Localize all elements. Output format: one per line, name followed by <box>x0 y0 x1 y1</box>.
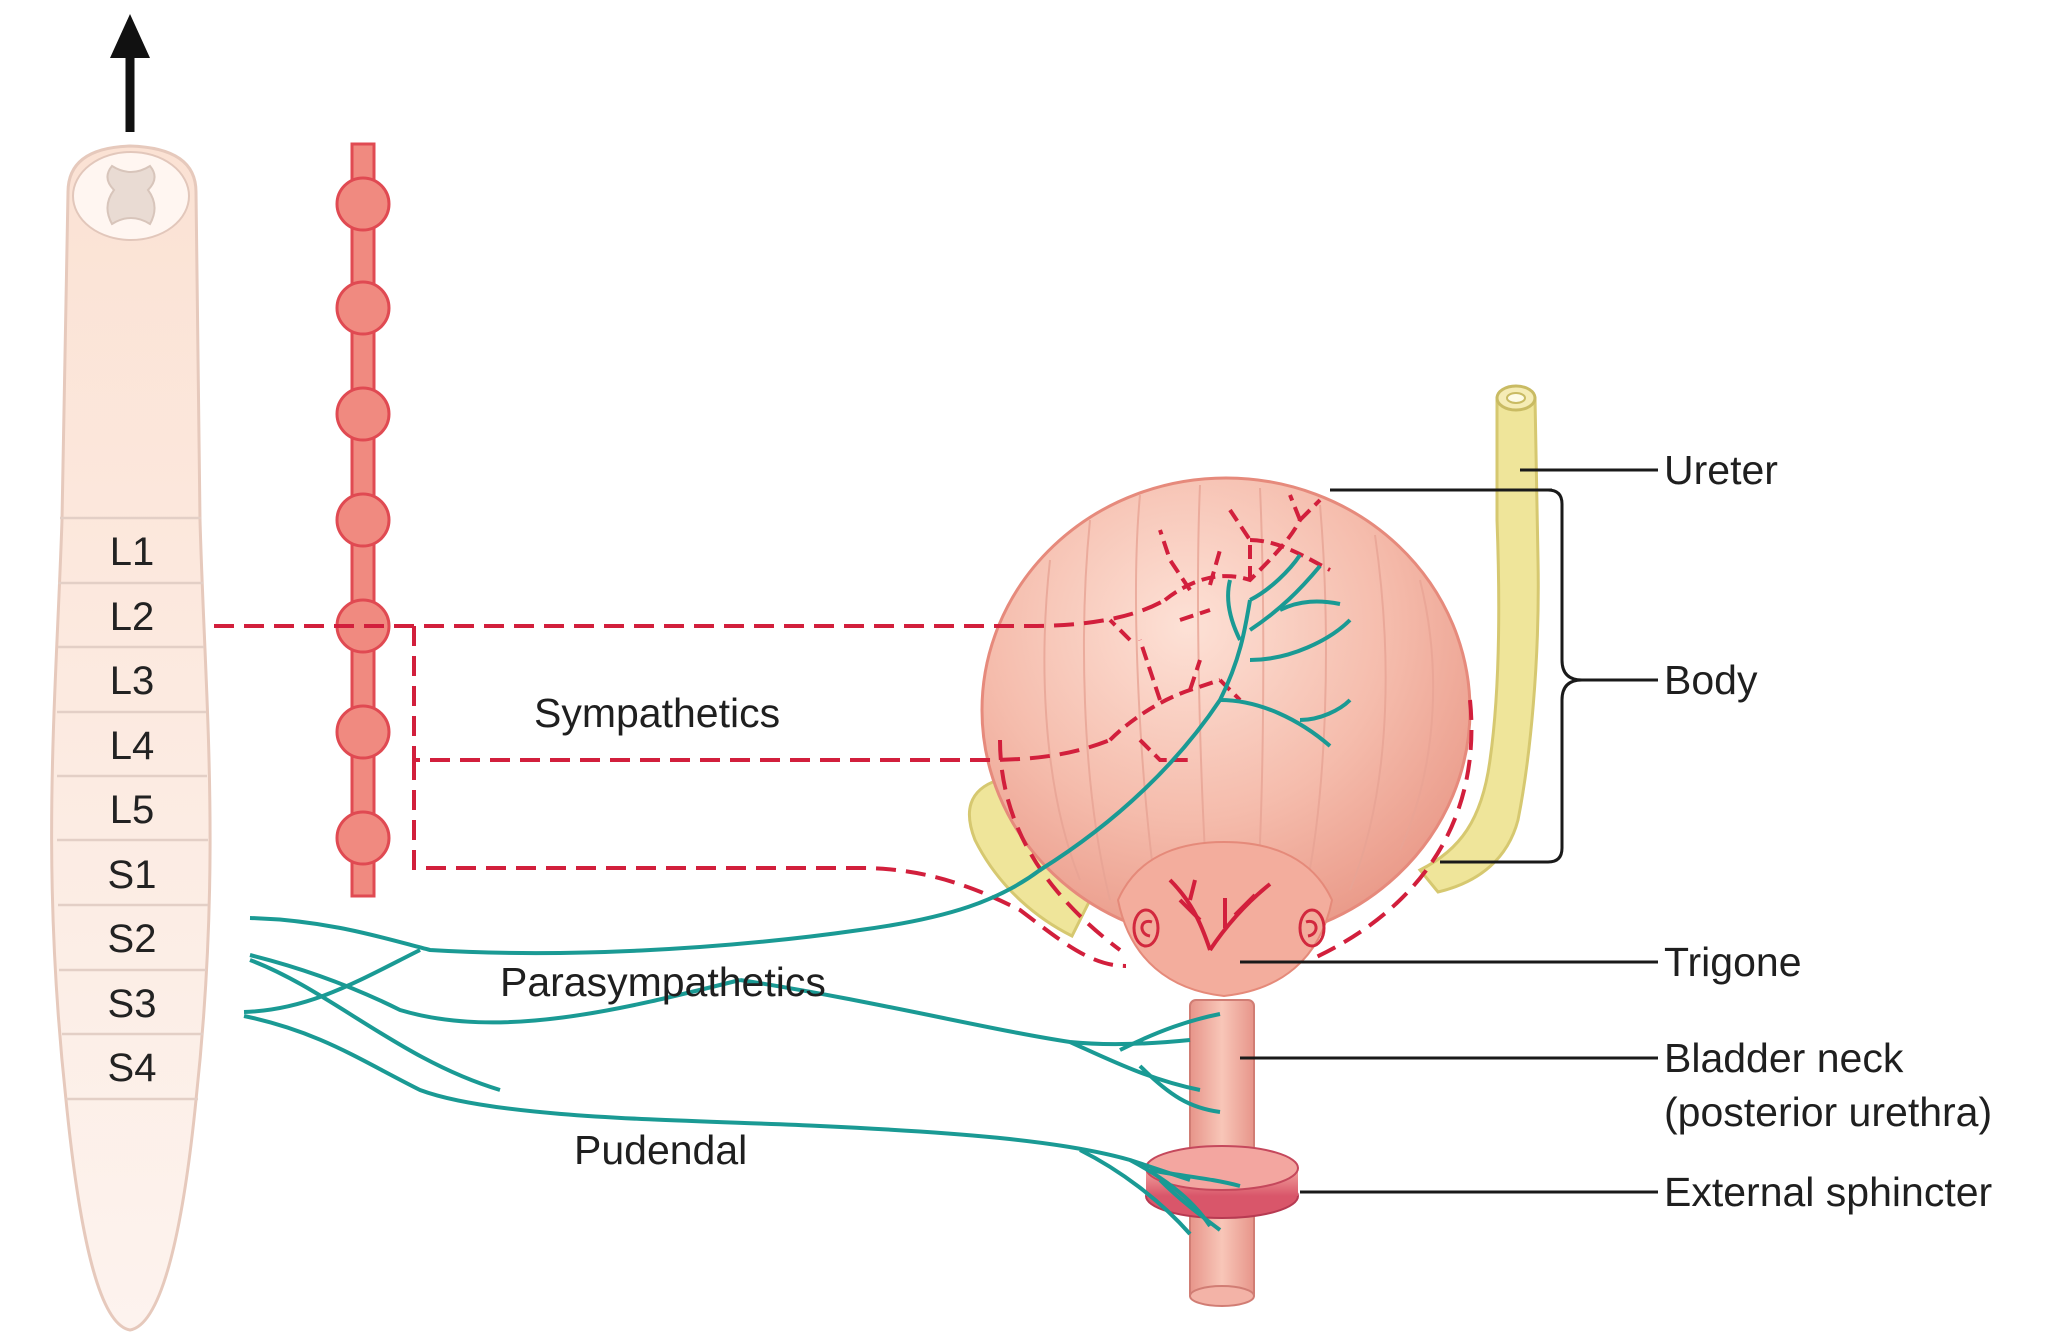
segment-label-L4: L4 <box>110 724 155 768</box>
body-label: Body <box>1664 657 1758 703</box>
segment-labels: L1 L2 L3 L4 L5 S1 S2 S3 S4 <box>108 530 157 1090</box>
bladder-neck-label: Bladder neck <box>1664 1035 1904 1081</box>
posterior-urethra-label: (posterior urethra) <box>1664 1089 1992 1135</box>
segment-label-S3: S3 <box>108 982 157 1026</box>
segment-label-L2: L2 <box>110 595 155 639</box>
segment-label-S1: S1 <box>108 853 157 897</box>
up-arrow-icon <box>110 14 150 132</box>
segment-label-S2: S2 <box>108 917 157 961</box>
segment-label-L1: L1 <box>110 530 155 574</box>
segment-label-L3: L3 <box>110 659 155 703</box>
sympathetics-label: Sympathetics <box>534 690 780 736</box>
pudendal-label: Pudendal <box>574 1127 747 1173</box>
parasympathetics-label: Parasympathetics <box>500 959 826 1005</box>
external-sphincter-label: External sphincter <box>1664 1169 1992 1215</box>
ureter-label: Ureter <box>1664 447 1778 493</box>
trigone-label: Trigone <box>1664 939 1802 985</box>
sympathetic-chain <box>337 144 389 896</box>
segment-label-L5: L5 <box>110 788 155 832</box>
segment-label-S4: S4 <box>108 1046 157 1090</box>
